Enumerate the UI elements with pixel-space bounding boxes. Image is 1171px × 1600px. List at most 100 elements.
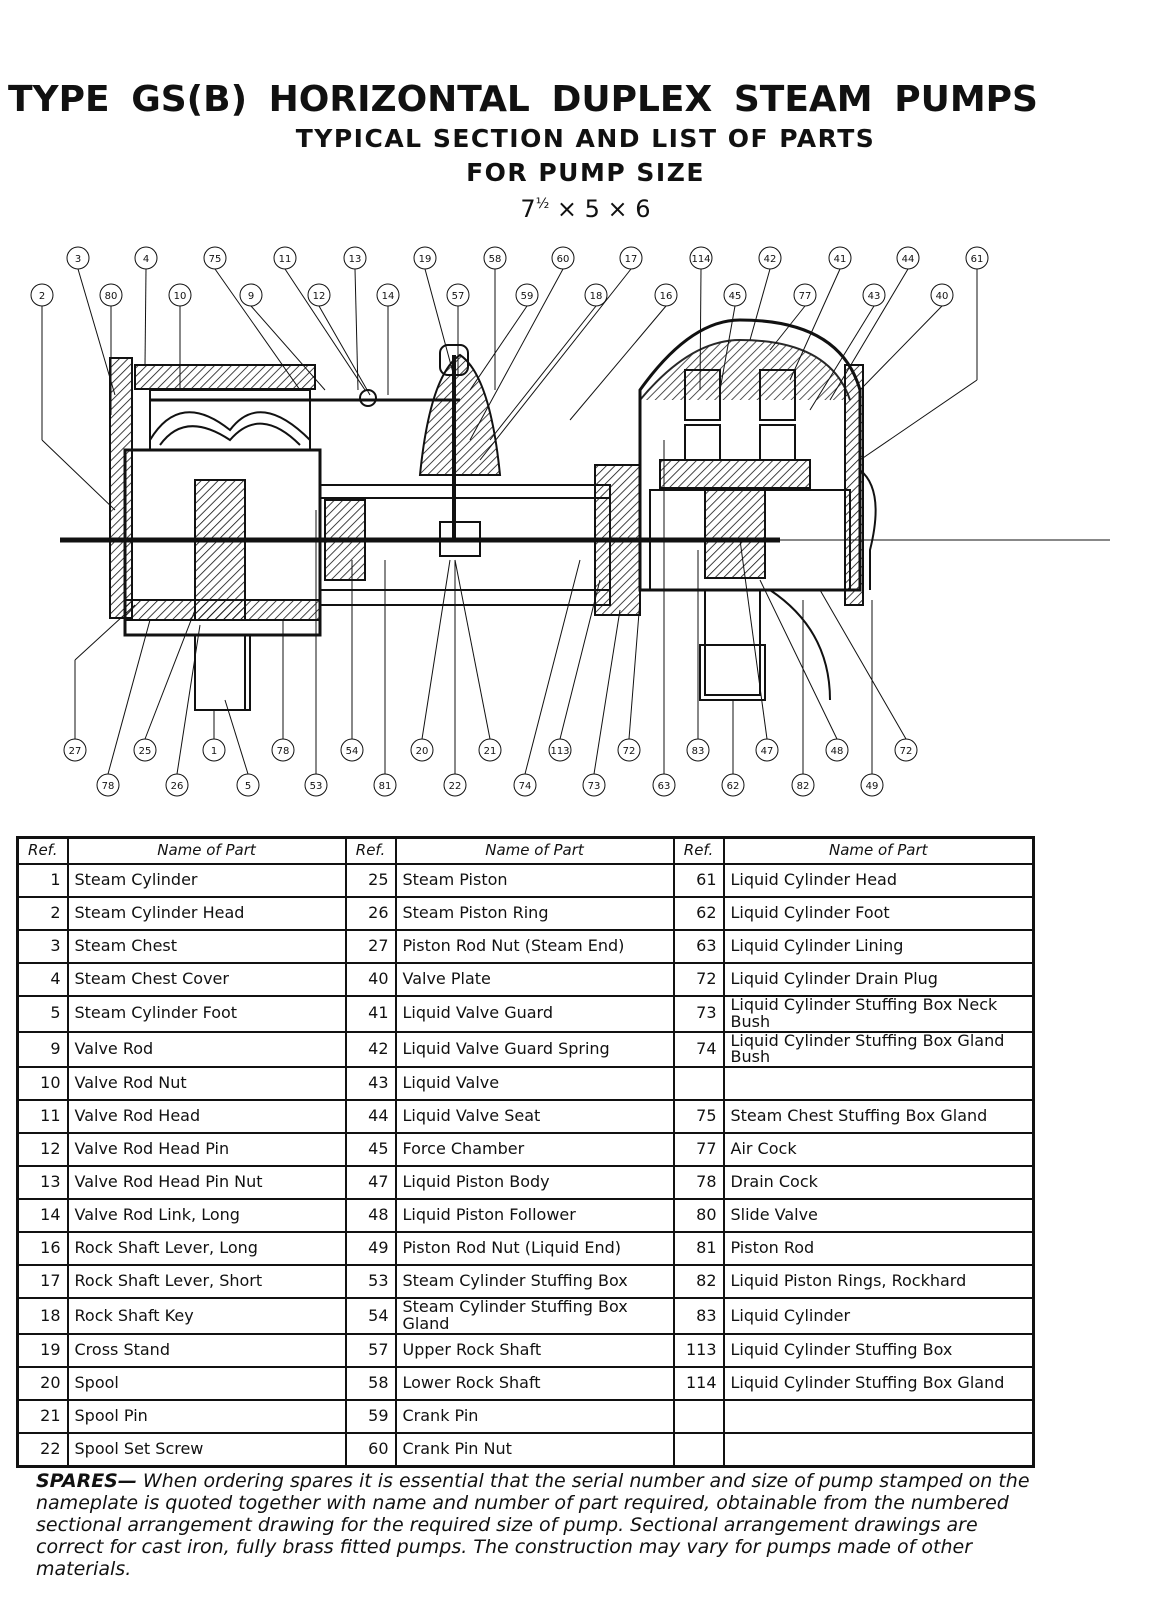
svg-text:73: 73 [588,781,601,792]
part-name: Force Chamber [395,1133,675,1168]
part-name: Valve Rod Nut [67,1067,347,1102]
part-name: Liquid Cylinder Head [723,864,1034,898]
sectional-drawing: 3 4 75 11 13 19 58 60 17 114 42 41 44 61… [30,246,1110,797]
callout: 43 [862,283,886,307]
part-name: Liquid Cylinder Lining [723,930,1034,964]
title-word: STEAM [733,79,873,120]
svg-text:13: 13 [349,254,362,265]
parts-table: Ref. Name of Part Ref. Name of Part Ref.… [16,836,1035,1468]
callouts-upper: 2 80 10 9 12 14 57 59 18 16 45 77 43 40 [30,283,954,307]
svg-text:18: 18 [590,291,603,302]
part-ref: 48 [345,1199,397,1234]
part-ref: 75 [673,1100,725,1135]
part-ref: 21 [17,1399,69,1434]
subtitle-size: FOR PUMP SIZE [466,158,705,187]
callouts-top: 3 4 75 11 13 19 58 60 17 114 42 41 44 61 [66,246,989,270]
part-name: Valve Rod Link, Long [67,1199,347,1234]
part-name: Air Cock [723,1133,1034,1168]
title-word: HORIZONTAL [268,79,530,120]
svg-text:78: 78 [102,781,115,792]
callouts-lower: 27 25 1 78 54 20 21 113 72 83 47 48 72 [63,738,918,762]
part-ref: 5 [17,996,69,1033]
part-ref: 113 [673,1333,725,1368]
callout: 42 [758,246,782,270]
part-name: Liquid Cylinder Stuffing Box Gland [723,1366,1034,1401]
part-name: Liquid Piston Rings, Rockhard [723,1265,1034,1300]
part-ref: 74 [673,1031,725,1069]
part-ref: 60 [345,1432,397,1468]
part-name: Rock Shaft Lever, Long [67,1232,347,1267]
svg-text:75: 75 [209,254,222,265]
part-name: Valve Rod Head [67,1100,347,1135]
part-ref: 17 [17,1265,69,1300]
part-ref: 16 [17,1232,69,1267]
part-ref: 1 [17,864,69,898]
svg-text:19: 19 [419,254,432,265]
svg-text:14: 14 [382,291,395,302]
part-ref: 41 [345,996,397,1033]
svg-text:114: 114 [691,254,710,265]
callout: 27 [63,738,87,762]
callout: 74 [513,773,537,797]
part-name [723,1432,1034,1468]
callouts-bottom: 78 26 5 53 81 22 74 73 63 62 82 49 [96,773,884,797]
callout: 61 [965,246,989,270]
svg-text:21: 21 [484,746,497,757]
callout: 54 [340,738,364,762]
part-name: Spool [67,1366,347,1401]
callout: 5 [236,773,260,797]
part-name: Steam Cylinder Stuffing Box [395,1265,675,1300]
part-name: Liquid Cylinder [723,1298,1034,1335]
part-name: Valve Rod Head Pin [67,1133,347,1168]
pump-body [60,318,1110,711]
part-name: Liquid Valve Seat [395,1100,675,1135]
svg-text:74: 74 [519,781,532,792]
callout: 20 [410,738,434,762]
spares-note: SPARES— When ordering spares it is essen… [36,1470,1036,1580]
callout: 63 [652,773,676,797]
part-ref: 78 [673,1166,725,1201]
spares-lead: SPARES— [36,1470,137,1492]
callout: 81 [373,773,397,797]
part-ref: 26 [345,897,397,931]
part-ref: 114 [673,1366,725,1401]
part-name: Valve Rod [67,1031,347,1069]
callout: 9 [239,283,263,307]
svg-text:54: 54 [346,746,359,757]
callout: 21 [478,738,502,762]
part-name: Steam Piston Ring [395,897,675,931]
svg-text:80: 80 [105,291,118,302]
col-header-ref: Ref. [673,837,725,865]
svg-text:41: 41 [834,254,847,265]
callout: 114 [689,246,713,270]
part-ref: 77 [673,1133,725,1168]
part-name: Valve Rod Head Pin Nut [67,1166,347,1201]
svg-text:63: 63 [658,781,671,792]
svg-text:72: 72 [623,746,636,757]
part-name: Valve Plate [395,963,675,997]
part-ref: 10 [17,1067,69,1102]
part-ref: 18 [17,1298,69,1335]
pump-size: 7½ × 5 × 6 [0,197,1171,221]
part-name: Crank Pin [395,1399,675,1434]
part-name: Steam Chest Stuffing Box Gland [723,1100,1034,1135]
callout: 72 [894,738,918,762]
part-ref: 81 [673,1232,725,1267]
subtitle-section: TYPICAL SECTION AND LIST OF PARTS [295,124,876,153]
part-name: Liquid Piston Body [395,1166,675,1201]
callout: 11 [273,246,297,270]
svg-text:62: 62 [727,781,740,792]
part-ref [673,1432,725,1468]
callout: 59 [515,283,539,307]
svg-text:59: 59 [521,291,534,302]
part-ref: 2 [17,897,69,931]
callout: 77 [793,283,817,307]
